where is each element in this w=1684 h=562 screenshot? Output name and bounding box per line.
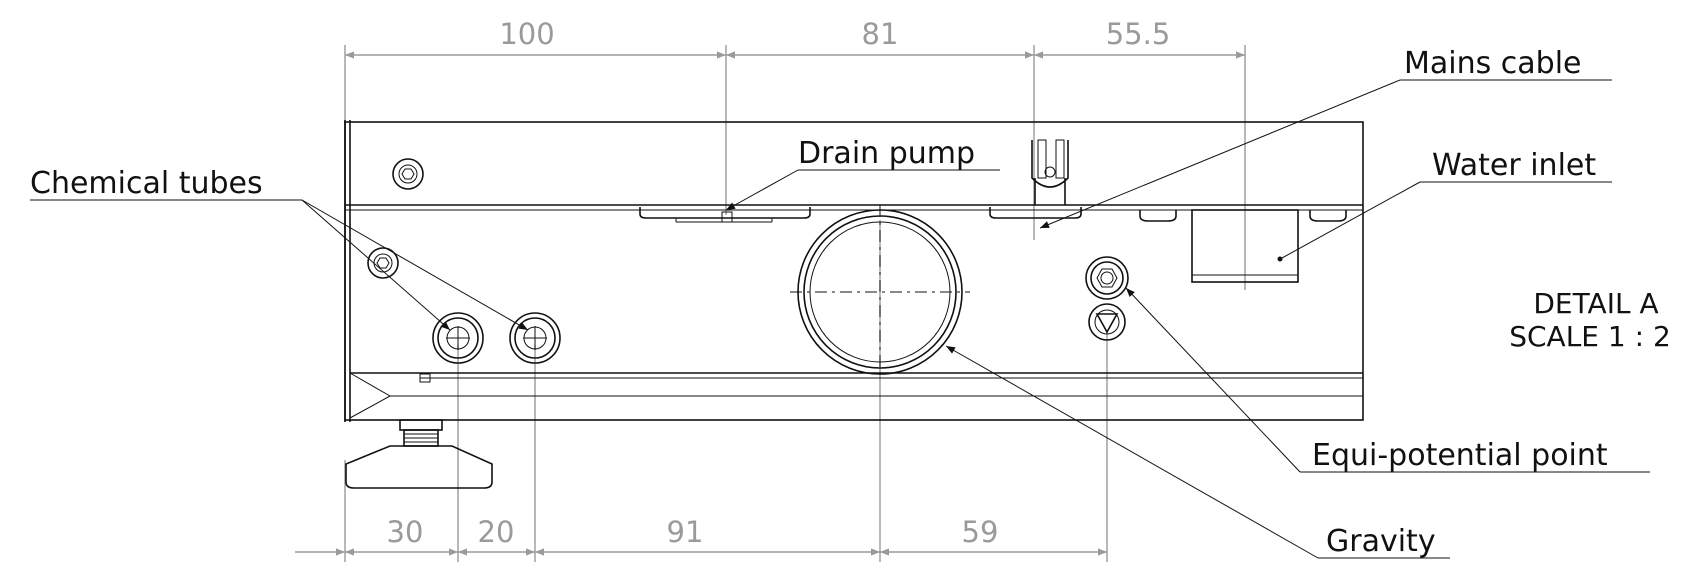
dim-bottom-59: 59: [962, 515, 999, 549]
dim-bottom-91: 91: [667, 515, 704, 549]
machine-body: [344, 120, 1364, 489]
dim-bottom-20: 20: [478, 515, 515, 549]
dim-top-100: 100: [499, 17, 554, 51]
label-drain-pump: Drain pump: [798, 136, 975, 171]
detail-title: DETAIL A: [1533, 287, 1658, 320]
callouts: Chemical tubes Drain pump Mains cable Wa…: [30, 46, 1650, 559]
dim-top-81: 81: [862, 17, 899, 51]
dim-bottom-30: 30: [387, 515, 424, 549]
bottom-dimensions: 30 20 91 59: [295, 220, 1108, 562]
label-gravity: Gravity: [1326, 524, 1436, 559]
label-mains-cable: Mains cable: [1404, 46, 1582, 81]
detail-label: DETAIL A SCALE 1 : 2: [1509, 287, 1671, 353]
label-chemical-tubes: Chemical tubes: [30, 166, 263, 201]
detail-scale: SCALE 1 : 2: [1509, 320, 1671, 353]
top-dimensions: 100 81 55.5: [344, 17, 1246, 290]
dim-top-55-5: 55.5: [1106, 17, 1171, 51]
label-water-inlet: Water inlet: [1432, 148, 1596, 183]
label-equi-potential-point: Equi-potential point: [1312, 438, 1608, 473]
